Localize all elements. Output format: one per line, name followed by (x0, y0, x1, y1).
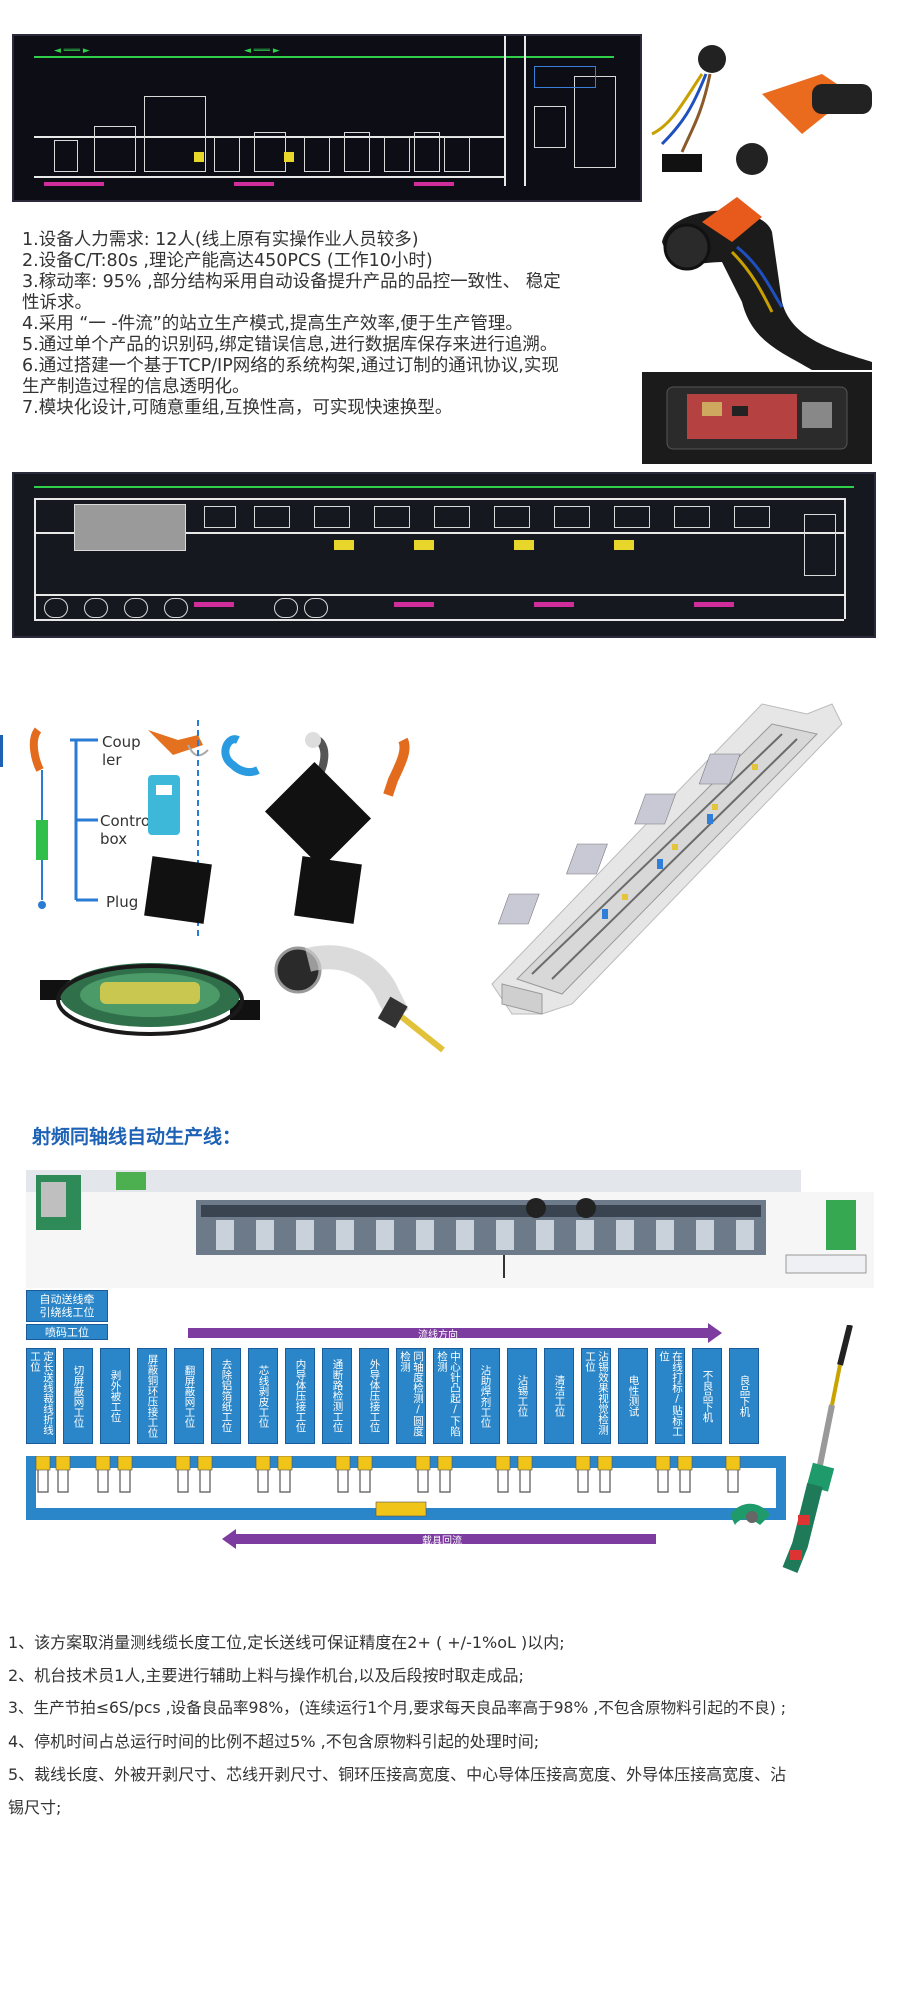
note-line: 3、生产节拍≤6S/pcs ,设备良品率98%，(连续运行1个月,要求每天良品率… (8, 1699, 787, 1717)
station: 同轴度检测/圆度检测 (396, 1348, 426, 1444)
connector-photo-2 (642, 182, 872, 370)
station: 外导体压接工位 (359, 1348, 389, 1444)
plug-render (268, 940, 468, 1060)
station: 剥外被工位 (100, 1348, 130, 1444)
station: 翻屏蔽网工位 (174, 1348, 204, 1444)
auto-feed-station-tag: 自动送线牵 引绕线工位 (26, 1290, 108, 1322)
spec-line: 7.模块化设计,可随意重组,互换性高，可实现快速换型。 (22, 398, 453, 418)
station: 屏蔽铜环压接工位 (137, 1348, 167, 1444)
spec-line: 3.稼动率: 95% ,部分结构采用自动设备提升产品的品控一致性、 稳定 (22, 272, 561, 292)
note-line: 4、停机时间占总运行时间的比例不超过5% ,不包含原物料引起的处理时间; (8, 1732, 540, 1751)
spec-line: 1.设备人力需求: 12人(线上原有实操作业人员较多) (22, 230, 419, 250)
carrier-return-arrow (222, 1529, 656, 1549)
rf-station-diagram: 自动送线牵 引绕线工位 喷码工位 流线方向 定长送线裁线折线工位 切屏蔽网工位 … (26, 1290, 786, 1560)
note-line: 锡尺寸; (8, 1798, 62, 1817)
plug-label: Plug (106, 893, 139, 911)
spec-line: 5.通过单个产品的识别码,绑定错误信息,进行数据库保存来进行追溯。 (22, 335, 558, 355)
station: 电性测试 (618, 1348, 648, 1444)
station: 不良品下机 (692, 1348, 722, 1444)
top-layout-drawing: ◄ ═══ ► ◄ ═══ ► (12, 34, 642, 202)
station: 定长送线裁线折线工位 (26, 1348, 56, 1444)
coupler-label: Coup ler (102, 733, 141, 769)
product-components-illustration (138, 720, 468, 940)
station: 去除铝箔纸工位 (211, 1348, 241, 1444)
spec-line: 生产制造过程的信息透明化。 (22, 377, 250, 397)
rf-line-machine-render (26, 1170, 874, 1288)
charging-cable-diagram (20, 720, 220, 920)
station: 通断路检测工位 (322, 1348, 352, 1444)
flow-direction-arrow (188, 1323, 722, 1343)
coax-product-illustration (720, 1324, 890, 1595)
station: 中心针凸起/下陷检测 (433, 1348, 463, 1444)
station: 清洁工位 (544, 1348, 574, 1444)
station: 沾锡工位 (507, 1348, 537, 1444)
station: 内导体压接工位 (285, 1348, 315, 1444)
production-line-3d-render (472, 694, 882, 1024)
note-line: 2、机台技术员1人,主要进行辅助上料与操作机台,以及后段按时取走成品; (8, 1666, 524, 1685)
rf-line-title: 射频同轴线自动生产线： (32, 1126, 242, 1148)
station: 芯线剥皮工位 (248, 1348, 278, 1444)
spec-list: 1.设备人力需求: 12人(线上原有实操作业人员较多) 2.设备C/T:80s … (22, 230, 642, 419)
station: 在线打标/贴标工位 (655, 1348, 685, 1444)
note-line: 1、该方案取消量测线缆长度工位,定长送线可保证精度在2+ ( +/-1%oL )… (8, 1633, 565, 1652)
station: 沾助焊剂工位 (470, 1348, 500, 1444)
assembly-line-layout-drawing (12, 472, 876, 638)
spec-line: 6.通过搭建一个基于TCP/IP网络的系统构架,通过订制的通讯协议,实现 (22, 356, 559, 376)
rf-line-notes: 1、该方案取消量测线缆长度工位,定长送线可保证精度在2+ ( +/-1%oL )… (8, 1626, 893, 1824)
station: 沾锡效果视觉检测工位 (581, 1348, 611, 1444)
spec-line: 2.设备C/T:80s ,理论产能高达450PCS (工作10小时) (22, 251, 433, 271)
connector-photo-1 (642, 34, 872, 180)
note-line: 5、裁线长度、外被开剥尺寸、芯线开剥尺寸、铜环压接高宽度、中心导体压接高宽度、外… (8, 1765, 787, 1784)
control-box-render (30, 940, 266, 1050)
station: 切屏蔽网工位 (63, 1348, 93, 1444)
control-box-label: Control box (100, 812, 155, 848)
spec-line: 4.采用 “一 -件流”的站立生产模式,提高生产效率,便于生产管理。 (22, 314, 523, 334)
spec-line: 性诉求。 (22, 293, 92, 313)
carrier-return-label: 载具回流 (422, 1536, 462, 1547)
spray-code-station-tag: 喷码工位 (26, 1324, 108, 1340)
connector-photo-3 (642, 372, 872, 464)
station: 良品下机 (729, 1348, 759, 1444)
carrier-loop (26, 1455, 786, 1520)
left-edge-marker (0, 735, 3, 767)
flow-direction-label: 流线方向 (418, 1330, 458, 1341)
